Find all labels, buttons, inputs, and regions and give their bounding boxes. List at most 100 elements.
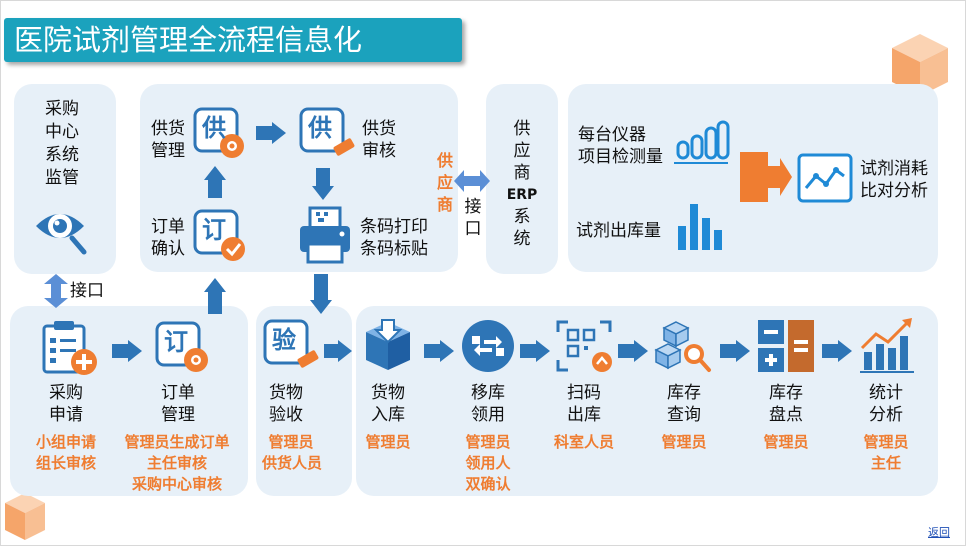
receive-check-stamp-icon: [263, 319, 319, 368]
monitor-line-1: 采购: [45, 99, 79, 119]
erp-line-5: 系: [513, 207, 531, 227]
monitor-interface-arrow: [44, 274, 68, 308]
erp-panel: [486, 84, 558, 274]
eye-search-icon: [36, 214, 87, 255]
flow-6-role-2: 主任: [870, 454, 901, 472]
cube-decoration-bottom-left: [5, 493, 45, 540]
flow-arrow-5: [822, 340, 852, 362]
title-banner: 医院试剂管理全流程信息化: [4, 18, 462, 62]
arrow-receive-to-inbound: [324, 340, 352, 362]
trend-compare-icon: [797, 153, 853, 203]
order-confirm-glyph: 订: [202, 216, 226, 244]
arrow-order-to-confirm: [204, 278, 226, 314]
transfer-exchange-icon: [462, 320, 514, 372]
supply-review-line-2: 审核: [362, 141, 396, 161]
flow-arrow-4: [720, 340, 750, 362]
order-manage-gear-icon: [155, 321, 208, 372]
erp-interface-arrow: [454, 170, 490, 192]
barcode-printer-icon: [300, 206, 350, 264]
flow-3-line-1: 扫码: [567, 383, 601, 403]
order-confirm-check-icon: [193, 209, 245, 261]
erp-line-4: ERP: [506, 187, 538, 203]
flow-1-line-2: 入库: [371, 405, 405, 425]
order-manage-line-1: 订单: [161, 383, 195, 403]
monitor-line-4: 监管: [45, 168, 79, 188]
outbound-qty-label: 试剂出库量: [576, 221, 661, 241]
erp-interface-label: 接口: [464, 197, 482, 239]
flow-2-role-1: 管理员: [465, 433, 511, 451]
arrow-barcode-to-receive: [310, 274, 332, 314]
flow-1-line-1: 货物: [371, 383, 405, 403]
flow-6-role-1: 管理员: [863, 433, 909, 451]
flow-arrow-1: [424, 340, 454, 362]
compare-line-1: 试剂消耗: [860, 159, 928, 179]
receive-glyph: 验: [272, 326, 296, 354]
inbound-box-icon: [366, 319, 410, 370]
arrow-confirm-to-supply: [204, 166, 226, 198]
flow-arrow-3: [618, 340, 648, 362]
apply-line-2: 申请: [49, 405, 83, 425]
merge-orange-arrow: [740, 152, 792, 202]
flow-2-role-3: 双确认: [465, 475, 511, 493]
erp-line-6: 统: [513, 229, 531, 249]
apply-role-1: 小组申请: [35, 433, 96, 451]
barcode-line-2: 条码标贴: [360, 239, 428, 259]
erp-line-1: 供: [513, 119, 531, 139]
supplier-panel: [140, 84, 458, 272]
order-role-1: 管理员生成订单: [124, 433, 230, 451]
flow-5-line-1: 库存: [769, 383, 803, 403]
statistics-analysis-icon: [860, 318, 914, 373]
supply-glyph: 供: [202, 114, 226, 142]
instrument-line-1: 每台仪器: [578, 125, 646, 145]
inventory-query-icon: [654, 321, 711, 372]
flow-4-line-2: 查询: [667, 405, 701, 425]
flow-5-line-2: 盘点: [769, 405, 803, 425]
flow-2-role-2: 领用人: [465, 454, 511, 472]
order-role-2: 主任审核: [146, 454, 207, 472]
page-title: 医院试剂管理全流程信息化: [14, 23, 363, 57]
order-manage-glyph: 订: [164, 328, 188, 356]
supply-review-glyph: 供: [308, 114, 332, 142]
monitor-line-2: 中心: [45, 122, 79, 142]
receive-role-1: 管理员: [268, 433, 314, 451]
arrow-supply-to-review: [256, 122, 286, 144]
compare-line-2: 比对分析: [860, 181, 928, 201]
arrow-review-to-barcode: [312, 168, 334, 200]
supplier-vertical-label: 供应商: [436, 151, 453, 214]
flow-2-line-1: 移库: [471, 383, 505, 403]
monitor-interface-label: 接口: [70, 281, 104, 301]
flow-3-line-2: 出库: [567, 405, 601, 425]
flow-panel: [356, 306, 938, 496]
supply-manage-line-1: 供货: [151, 119, 185, 139]
supply-manage-line-2: 管理: [151, 141, 185, 161]
monitor-line-3: 系统: [45, 145, 79, 165]
back-link[interactable]: 返回: [928, 526, 950, 539]
outbound-bar-chart-icon: [678, 204, 722, 250]
order-confirm-line-2: 确认: [151, 239, 185, 259]
flow-5-role-1: 管理员: [763, 433, 809, 451]
receive-role-2: 供货人员: [261, 454, 322, 472]
flow-2-line-2: 领用: [471, 405, 505, 425]
order-manage-line-2: 管理: [161, 405, 195, 425]
receive-line-1: 货物: [269, 383, 303, 403]
monitor-panel: [14, 84, 116, 274]
flow-4-role-1: 管理员: [661, 433, 707, 451]
erp-line-3: 商: [513, 163, 531, 183]
arrow-apply-to-order: [112, 340, 142, 362]
erp-line-2: 应: [513, 141, 531, 161]
flow-6-line-2: 分析: [869, 405, 903, 425]
flow-4-line-1: 库存: [667, 383, 701, 403]
apply-line-1: 采购: [49, 383, 83, 403]
supply-review-stamp-icon: [299, 107, 355, 156]
detection-volume-icon: [674, 120, 730, 164]
order-confirm-line-1: 订单: [151, 217, 185, 237]
supply-review-line-1: 供货: [362, 119, 396, 139]
supply-gear-icon: [193, 107, 244, 158]
scan-qr-icon: [556, 320, 612, 372]
flow-3-role-1: 科室人员: [553, 433, 614, 451]
apply-role-2: 组长审核: [35, 454, 96, 472]
purchase-apply-clipboard-icon: [42, 321, 97, 375]
order-role-3: 采购中心审核: [131, 475, 222, 493]
instrument-line-2: 项目检测量: [578, 147, 663, 167]
inventory-count-calculator-icon: [758, 320, 814, 372]
